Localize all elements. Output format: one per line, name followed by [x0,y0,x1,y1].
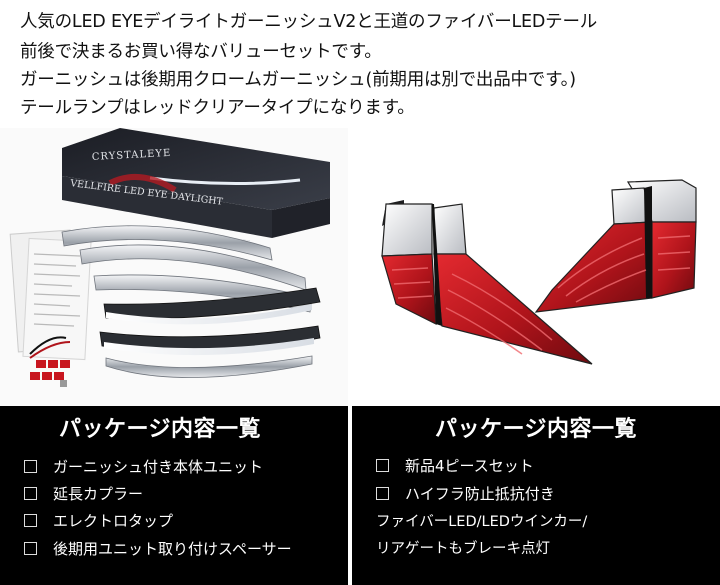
list-item: 新品4ピースセット [376,455,534,477]
right-tail-lamp [534,179,697,313]
checkbox-square-icon [24,460,37,473]
list-item: 後期用ユニット取り付けスペーサー [24,538,292,560]
list-item-label: ハイフラ防止抵抗付き [405,485,555,503]
left-tail-lamp [381,200,593,365]
checkbox-square-icon [24,542,37,555]
feature-note-line-2: リアゲートもブレーキ点灯 [376,541,550,557]
list-item: ハイフラ防止抵抗付き [376,483,555,505]
intro-text-block: 人気のLED EYEデイライトガーニッシュV2と王道のファイバーLEDテール 前… [0,0,720,128]
checkbox-square-icon [376,459,389,472]
list-item-label: 後期用ユニット取り付けスペーサー [53,540,292,558]
checkbox-square-icon [24,514,37,527]
list-item: 延長カプラー [24,483,143,505]
checkbox-square-icon [376,487,389,500]
tail-lamp-illustration [352,128,720,406]
feature-note-line-1: ファイバーLED/LEDウインカー/ [376,514,588,530]
intro-line-3: ガーニッシュは後期用クロームガーニッシュ(前期用は別で出品中です。) [20,70,576,90]
list-item-label: 新品4ピースセット [405,457,534,475]
list-item-label: エレクトロタップ [53,512,174,530]
right-package-title: パッケージ内容一覧 [434,417,638,442]
garnish-product-photo: CRYSTALEYE VELLFIRE LED EYE DAYLIGHT CRY… [0,128,348,406]
list-item-label: ガーニッシュ付き本体ユニット [53,458,264,476]
panel-divider [348,128,352,585]
tail-lamp-product-photo [352,128,720,406]
extension-coupler-parts [29,336,71,387]
instruction-sheets [9,229,92,361]
box-brand-label: CRYSTALEYE [92,148,172,163]
right-package-panel: パッケージ内容一覧 新品4ピースセット ハイフラ防止抵抗付き ファイバーLED/… [352,128,720,585]
left-package-panel: CRYSTALEYE VELLFIRE LED EYE DAYLIGHT CRY… [0,128,348,585]
checkbox-square-icon [24,487,37,500]
chrome-garnish-pieces [61,225,321,378]
intro-line-4: テールランプはレッドクリアータイプになります。 [20,98,415,118]
list-item: エレクトロタップ [24,510,173,532]
left-package-title: パッケージ内容一覧 [58,417,262,442]
list-item: ガーニッシュ付き本体ユニット [24,456,263,478]
garnish-product-illustration: CRYSTALEYE VELLFIRE LED EYE DAYLIGHT CRY… [0,128,348,406]
intro-line-1: 人気のLED EYEデイライトガーニッシュV2と王道のファイバーLEDテール [20,12,598,32]
intro-line-2: 前後で決まるお買い得なバリューセットです。 [20,42,382,62]
list-item-label: 延長カプラー [53,485,144,503]
product-box [62,128,330,210]
